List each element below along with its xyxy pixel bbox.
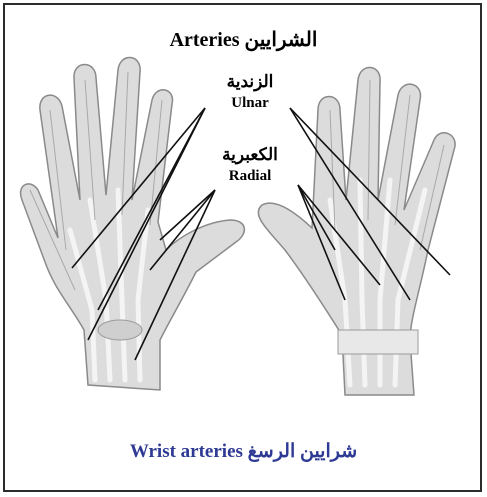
radial-label-english: Radial bbox=[205, 166, 295, 186]
radial-label-arabic: الكعبرية bbox=[205, 144, 295, 166]
right-wrist-band bbox=[338, 330, 418, 354]
ulnar-label-arabic: الزندية bbox=[205, 71, 295, 93]
diagram-caption: شرايين الرسغ Wrist arteries bbox=[0, 440, 487, 463]
radial-label: الكعبرية Radial bbox=[205, 144, 295, 186]
ulnar-label: الزندية Ulnar bbox=[205, 71, 295, 113]
left-palm-pad bbox=[98, 320, 142, 340]
diagram-title: الشرايين Arteries bbox=[0, 27, 487, 52]
right-hand-dorsal bbox=[258, 67, 455, 395]
ulnar-label-english: Ulnar bbox=[205, 93, 295, 113]
